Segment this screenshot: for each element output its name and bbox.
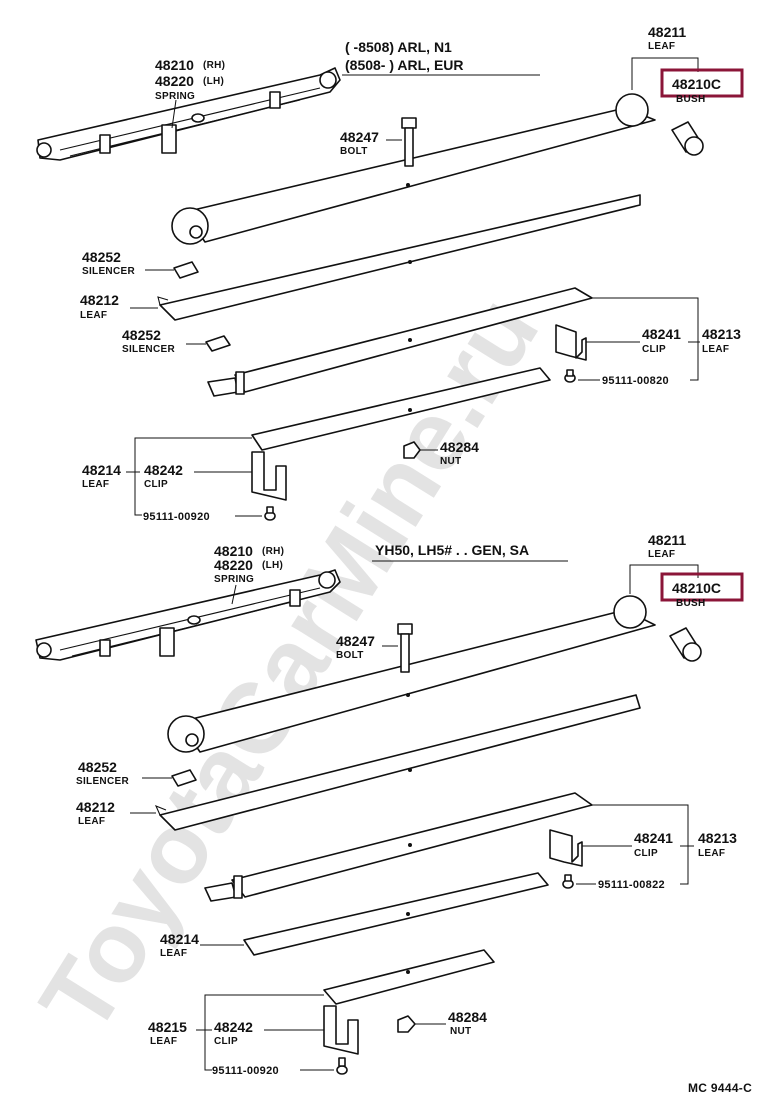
bottom-leaf-48215-drawing bbox=[323, 949, 495, 1005]
bottom-clip-48241-label: CLIP bbox=[634, 848, 658, 859]
bottom-silencer-label: SILENCER bbox=[76, 776, 129, 787]
top-bolt-95111-00820-drawing bbox=[564, 369, 576, 383]
bottom-leaf-48214-drawing bbox=[243, 872, 549, 956]
top-bolt-label: BOLT bbox=[340, 146, 368, 157]
bottom-spring-label: SPRING bbox=[214, 574, 254, 585]
bottom-leaf-48213-label: LEAF bbox=[698, 848, 725, 859]
bottom-bush-num[interactable]: 48210C bbox=[672, 580, 721, 596]
top-leaf-48213-label: LEAF bbox=[702, 344, 729, 355]
top-leaf-48212-drawing bbox=[159, 194, 641, 321]
top-clip-48241-label: CLIP bbox=[642, 344, 666, 355]
top-header-line1: ( -8508) ARL, N1 bbox=[345, 39, 452, 55]
bottom-clip-48242-label: CLIP bbox=[214, 1036, 238, 1047]
top-spring-num-lh: 48220 bbox=[155, 73, 194, 89]
bottom-bolt-95111-00822-drawing bbox=[562, 874, 574, 889]
top-nut-48284-drawing bbox=[403, 441, 421, 459]
bottom-clip-48241-drawing bbox=[549, 829, 583, 867]
bottom-spring-assembly-drawing bbox=[35, 569, 341, 661]
top-leaf-48211-leader bbox=[631, 57, 699, 90]
top-bush-num[interactable]: 48210C bbox=[672, 76, 721, 92]
bottom-spring-sup-lh: (LH) bbox=[262, 560, 283, 571]
bottom-bolt-95111-00920-drawing bbox=[336, 1057, 348, 1075]
bottom-leaf-48211-label: LEAF bbox=[648, 549, 675, 560]
top-nut-label: NUT bbox=[440, 456, 461, 467]
bottom-leaf-48212-drawing bbox=[159, 694, 641, 831]
top-leaf-eye-left bbox=[171, 207, 209, 245]
bottom-leaf-eye-left bbox=[167, 715, 205, 753]
bottom-header: YH50, LH5# . . GEN, SA bbox=[375, 542, 529, 558]
top-leaf-48214-num: 48214 bbox=[82, 462, 121, 478]
top-silencer-1-drawing bbox=[173, 261, 199, 279]
bottom-leaf-48214-num: 48214 bbox=[160, 931, 199, 947]
top-spring-sup-lh: (LH) bbox=[203, 76, 224, 87]
bottom-bush-label: BUSH bbox=[676, 598, 706, 609]
bottom-leaf-48211-num: 48211 bbox=[648, 532, 686, 548]
bottom-leaf-48215-label: LEAF bbox=[150, 1036, 177, 1047]
bottom-leaf-48215-num: 48215 bbox=[148, 1019, 187, 1035]
top-spring-assembly-drawing bbox=[36, 67, 341, 161]
bottom-spring-sup-rh: (RH) bbox=[262, 546, 284, 557]
top-spring-sup-rh: (RH) bbox=[203, 60, 225, 71]
bottom-leaf-48211-leader bbox=[629, 564, 699, 594]
top-bolt-95111-00920: 95111-00920 bbox=[143, 511, 210, 523]
bottom-clip-48241-num: 48241 bbox=[634, 830, 673, 846]
bottom-bolt-label: BOLT bbox=[336, 650, 364, 661]
bottom-bolt-48247-drawing bbox=[397, 623, 413, 673]
top-bolt-num: 48247 bbox=[340, 129, 379, 145]
bottom-leaf-48213-num: 48213 bbox=[698, 830, 737, 846]
bottom-spring-num-rh: 48210 bbox=[214, 543, 253, 559]
bottom-leaf-48214-label: LEAF bbox=[160, 948, 187, 959]
top-silencer-2-drawing bbox=[205, 335, 231, 352]
bottom-section: YH50, LH5# . . GEN, SA 48210 (RH) 48220 … bbox=[35, 532, 744, 1077]
bottom-bush-highlight[interactable] bbox=[660, 572, 744, 602]
bottom-bolt-95111-00920: 95111-00920 bbox=[212, 1065, 279, 1077]
top-silencer-1-label: SILENCER bbox=[82, 266, 135, 277]
top-leaf-48212-label: LEAF bbox=[80, 310, 107, 321]
top-silencer-2-num: 48252 bbox=[122, 327, 161, 343]
top-leaf-48211-drawing bbox=[184, 107, 656, 243]
bottom-bush-drawing bbox=[669, 627, 702, 662]
bottom-nut-label: NUT bbox=[450, 1026, 471, 1037]
bottom-clip-48242-num: 48242 bbox=[214, 1019, 253, 1035]
top-spring-label: SPRING bbox=[155, 91, 195, 102]
bottom-nut-48284-drawing bbox=[397, 1015, 416, 1033]
top-silencer-1-num: 48252 bbox=[82, 249, 121, 265]
top-spring-leader bbox=[171, 99, 177, 129]
top-leaf-eye-right bbox=[615, 93, 649, 127]
top-leaf-48214-label: LEAF bbox=[82, 479, 109, 490]
top-section: ( -8508) ARL, N1 (8508- ) ARL, EUR 48210… bbox=[36, 24, 744, 523]
top-bush-drawing bbox=[671, 121, 704, 156]
bottom-silencer-num: 48252 bbox=[78, 759, 117, 775]
top-leaf-48211-label: LEAF bbox=[648, 41, 675, 52]
top-bolt-48247-drawing bbox=[401, 117, 417, 167]
top-leaf-48213-num: 48213 bbox=[702, 326, 741, 342]
bottom-bolt-num: 48247 bbox=[336, 633, 375, 649]
top-leaf-48212-num: 48212 bbox=[80, 292, 119, 308]
top-clip-48241-drawing bbox=[555, 324, 587, 361]
top-nut-num: 48284 bbox=[440, 439, 479, 455]
bottom-leaf-48212-num: 48212 bbox=[76, 799, 115, 815]
top-bush-highlight[interactable] bbox=[660, 68, 744, 98]
bottom-nut-num: 48284 bbox=[448, 1009, 487, 1025]
bottom-leaf-eye-right bbox=[613, 595, 647, 629]
top-bolt-95111-00820: 95111-00820 bbox=[602, 375, 669, 387]
bottom-clip-48242-drawing bbox=[323, 1005, 359, 1055]
top-header-line2: (8508- ) ARL, EUR bbox=[345, 57, 464, 73]
top-spring-num-rh: 48210 bbox=[155, 57, 194, 73]
top-bolt-95111-00920-drawing bbox=[264, 506, 276, 521]
top-bush-label: BUSH bbox=[676, 94, 706, 105]
bottom-leaf-48212-label: LEAF bbox=[78, 816, 105, 827]
top-leaf-48214-drawing bbox=[251, 367, 551, 451]
top-clip-48242-label: CLIP bbox=[144, 479, 168, 490]
bottom-bolt-95111-00822: 95111-00822 bbox=[598, 879, 665, 891]
top-silencer-2-label: SILENCER bbox=[122, 344, 175, 355]
top-leaf-48211-num: 48211 bbox=[648, 24, 686, 40]
footer-code: MC 9444-C bbox=[688, 1081, 752, 1095]
top-clip-48241-num: 48241 bbox=[642, 326, 681, 342]
top-clip-48242-num: 48242 bbox=[144, 462, 183, 478]
bottom-spring-num-lh: 48220 bbox=[214, 557, 253, 573]
top-clip-48242-drawing bbox=[251, 451, 287, 501]
bottom-silencer-drawing bbox=[171, 769, 197, 787]
